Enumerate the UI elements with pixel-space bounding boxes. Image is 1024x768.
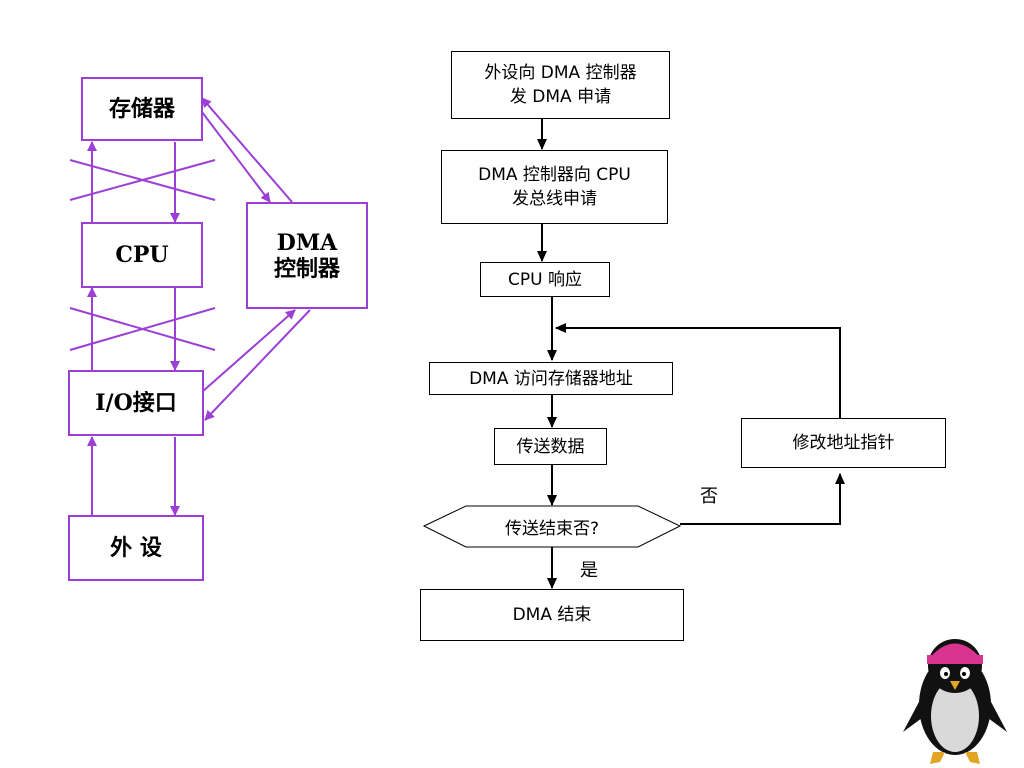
flow-yes-label: 是: [580, 560, 598, 581]
io-interface-box: I/O接口: [68, 370, 204, 436]
flow-step-bus-request: DMA 控制器向 CPU 发总线申请: [441, 150, 668, 224]
flow-arrows: [537, 119, 845, 589]
cpu-label: CPU: [115, 242, 169, 268]
flow-step3-label: CPU 响应: [508, 269, 582, 290]
flow-step5-label: 传送数据: [516, 436, 585, 457]
memory-box: 存储器: [81, 77, 203, 141]
flow-step4-label: DMA 访问存储器地址: [469, 368, 633, 389]
flow-step1-line1: 外设向 DMA 控制器: [484, 63, 637, 83]
flow-step-transfer-data: 传送数据: [494, 428, 607, 465]
cpu-box: CPU: [81, 222, 203, 288]
flow-step-request-dma: 外设向 DMA 控制器 发 DMA 申请: [451, 51, 670, 119]
flow-step-modify-pointer: 修改地址指针: [741, 418, 946, 468]
flow-step2-line2: 发总线申请: [512, 189, 597, 209]
flow-step2-line1: DMA 控制器向 CPU: [478, 165, 631, 185]
penguin-icon: [903, 639, 1007, 764]
memory-label: 存储器: [108, 96, 175, 122]
flow-decision-label: 传送结束否?: [504, 518, 600, 539]
flow-step-cpu-response: CPU 响应: [480, 262, 610, 297]
flow-end-label: DMA 结束: [512, 605, 592, 625]
left-bus-lines: [69, 97, 311, 516]
dma-label-line1: DMA: [276, 229, 338, 256]
flow-step1-line2: 发 DMA 申请: [509, 87, 612, 107]
flow-no-label: 否: [700, 486, 718, 507]
io-label: I/O接口: [95, 390, 177, 416]
peripheral-label: 外 设: [110, 535, 162, 561]
flow-modify-label: 修改地址指针: [792, 433, 895, 453]
decision-shape: [422, 505, 682, 548]
peripheral-box: 外 设: [68, 515, 204, 581]
flow-step-dma-end: DMA 结束: [420, 589, 684, 641]
dma-label-line2: 控制器: [273, 255, 340, 282]
flow-step-access-memory: DMA 访问存储器地址: [429, 362, 673, 395]
dma-controller-box: DMA 控制器: [246, 202, 368, 309]
